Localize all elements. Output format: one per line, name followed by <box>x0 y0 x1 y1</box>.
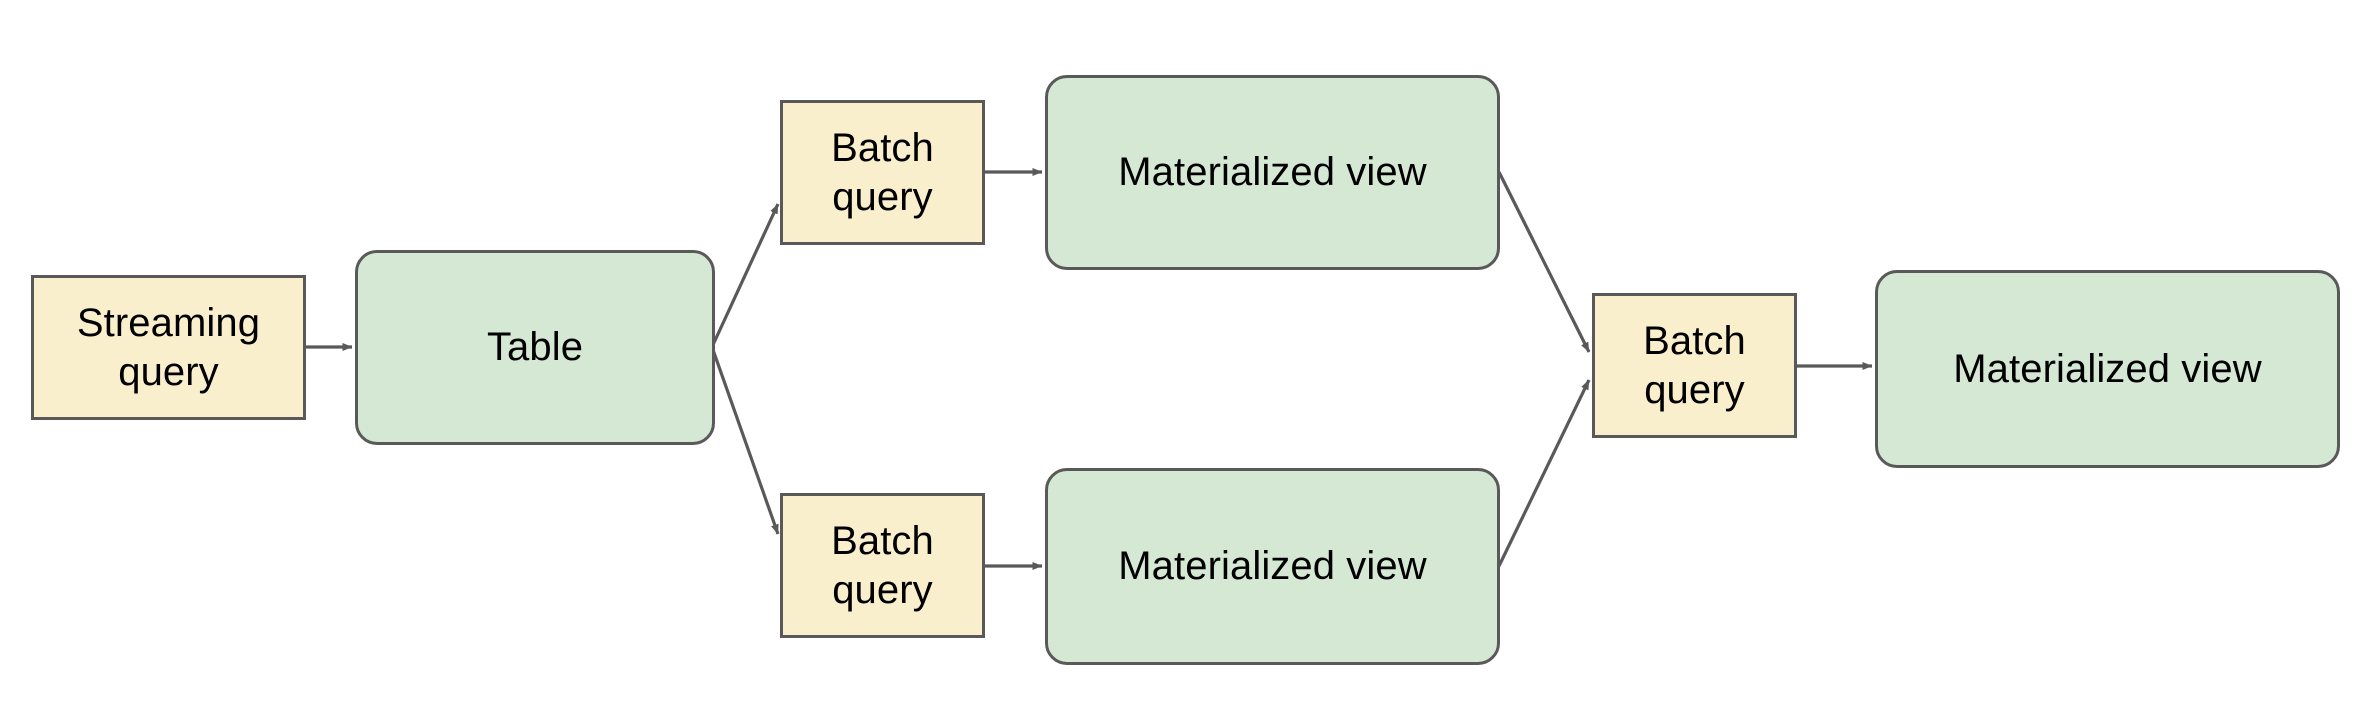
node-batch-query-top[interactable]: Batch query <box>780 100 985 245</box>
node-streaming-query[interactable]: Streaming query <box>31 275 306 420</box>
edge-mview-bottom-to-batch-center <box>1497 379 1591 567</box>
node-batch-query-center[interactable]: Batch query <box>1592 293 1797 438</box>
edge-table-to-batch-bottom <box>710 346 780 535</box>
node-materialized-view-right[interactable]: Materialized view <box>1875 270 2340 468</box>
node-materialized-view-top[interactable]: Materialized view <box>1045 75 1500 270</box>
edge-mview-top-to-batch-center <box>1497 171 1591 353</box>
node-batch-query-bottom[interactable]: Batch query <box>780 493 985 638</box>
node-table[interactable]: Table <box>355 250 715 445</box>
node-materialized-view-bottom[interactable]: Materialized view <box>1045 468 1500 665</box>
edge-table-to-batch-bottom-left-up <box>710 203 780 348</box>
